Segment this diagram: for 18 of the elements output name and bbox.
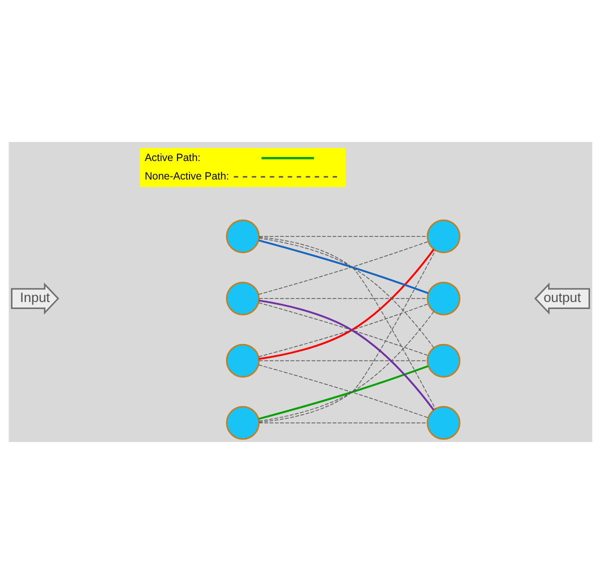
node-circle <box>426 406 460 440</box>
connector <box>258 298 428 299</box>
node-circle <box>426 344 460 378</box>
node-circle <box>226 406 260 440</box>
node-circle <box>226 282 260 316</box>
node-circle <box>226 220 260 254</box>
connector <box>258 248 435 360</box>
node-circle <box>226 344 260 378</box>
connector <box>258 422 428 424</box>
node-circle <box>426 282 460 316</box>
connector <box>258 238 434 348</box>
legend-label: Active Path: <box>144 152 201 164</box>
node-circle <box>426 220 460 254</box>
connector <box>258 300 434 411</box>
connector <box>258 360 428 362</box>
connector <box>258 236 428 237</box>
legend-label: None-Active Path: <box>144 172 230 183</box>
connector <box>258 311 434 422</box>
